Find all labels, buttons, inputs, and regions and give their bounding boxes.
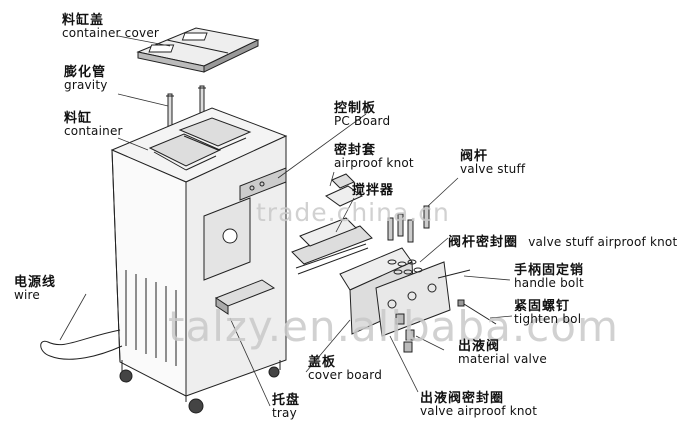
label-cover-board: 盖板 cover board — [308, 356, 382, 382]
label-tray-zh: 托盘 — [272, 393, 301, 408]
label-container-cover-en: container cover — [62, 26, 160, 40]
label-tray-en: tray — [272, 406, 297, 420]
label-wire-en: wire — [14, 288, 41, 302]
label-material-valve-zh: 出液阀 — [458, 339, 501, 354]
dasher-assembly-drawing — [291, 173, 373, 275]
handle-bolt-drawing — [437, 269, 497, 325]
label-valve-airproof-zh: 出液阀密封圈 — [420, 391, 505, 406]
container-cover-drawing — [136, 27, 260, 73]
label-pc-board: 控制板 PC Board — [334, 102, 390, 128]
label-mixer: 搅拌器 — [352, 184, 394, 197]
label-container: 料缸 container — [64, 112, 123, 138]
label-container-en: container — [64, 124, 123, 138]
label-gravity-zh: 膨化管 — [64, 65, 107, 80]
label-valve-stuff: 阀杆 valve stuff — [460, 150, 525, 176]
label-valve-stuff-airproof: 阀杆密封圈 valve stuff airproof knot — [448, 235, 678, 250]
label-pc-board-en: PC Board — [334, 114, 391, 128]
leader-lines — [59, 35, 513, 407]
o-rings-drawing — [387, 259, 423, 275]
label-valve-stuff-airproof-zh: 阀杆密封圈 — [448, 235, 519, 250]
label-tray: 托盘 tray — [272, 394, 300, 420]
label-material-valve: 出液阀 material valve — [458, 340, 547, 366]
label-handle-bolt-en: handle bolt — [514, 276, 584, 290]
label-wire-zh: 电源线 — [14, 275, 57, 290]
label-airproof-knot: 密封套 airproof knot — [334, 144, 414, 170]
label-handle-bolt-zh: 手柄固定销 — [514, 263, 585, 278]
label-valve-stuff-en: valve stuff — [460, 162, 526, 176]
label-gravity-en: gravity — [64, 78, 108, 92]
label-pc-board-zh: 控制板 — [334, 101, 377, 116]
label-valve-airproof-en: valve airproof knot — [420, 404, 538, 418]
label-cover-board-en: cover board — [308, 368, 383, 382]
label-valve-stuff-airproof-en: valve stuff airproof knot — [528, 235, 678, 249]
label-cover-board-zh: 盖板 — [308, 355, 337, 370]
watermark-bottom: talzy.en.alibaba.com — [168, 302, 619, 351]
label-handle-bolt: 手柄固定销 handle bolt — [514, 264, 584, 290]
label-container-cover-zh: 料缸盖 — [62, 13, 105, 28]
valve-stuff-drawing — [387, 205, 430, 243]
label-airproof-knot-zh: 密封套 — [334, 143, 377, 158]
label-mixer-zh: 搅拌器 — [352, 183, 395, 198]
label-material-valve-en: material valve — [458, 352, 547, 366]
label-valve-stuff-zh: 阀杆 — [460, 149, 489, 164]
label-tighten-bolt-zh: 紧固螺钉 — [514, 299, 571, 314]
label-valve-airproof: 出液阀密封圈 valve airproof knot — [420, 392, 537, 418]
label-tighten-bolt: 紧固螺钉 tighten bol — [514, 300, 581, 326]
label-container-zh: 料缸 — [64, 111, 93, 126]
label-airproof-knot-en: airproof knot — [334, 156, 414, 170]
label-gravity: 膨化管 gravity — [64, 66, 108, 92]
label-wire: 电源线 wire — [14, 276, 56, 302]
machine-body-drawing — [40, 107, 288, 414]
watermark-top: trade.china.cn — [256, 198, 450, 227]
label-tighten-bolt-en: tighten bol — [514, 312, 582, 326]
front-plate-drawing — [339, 247, 451, 353]
label-container-cover: 料缸盖 container cover — [62, 14, 159, 40]
